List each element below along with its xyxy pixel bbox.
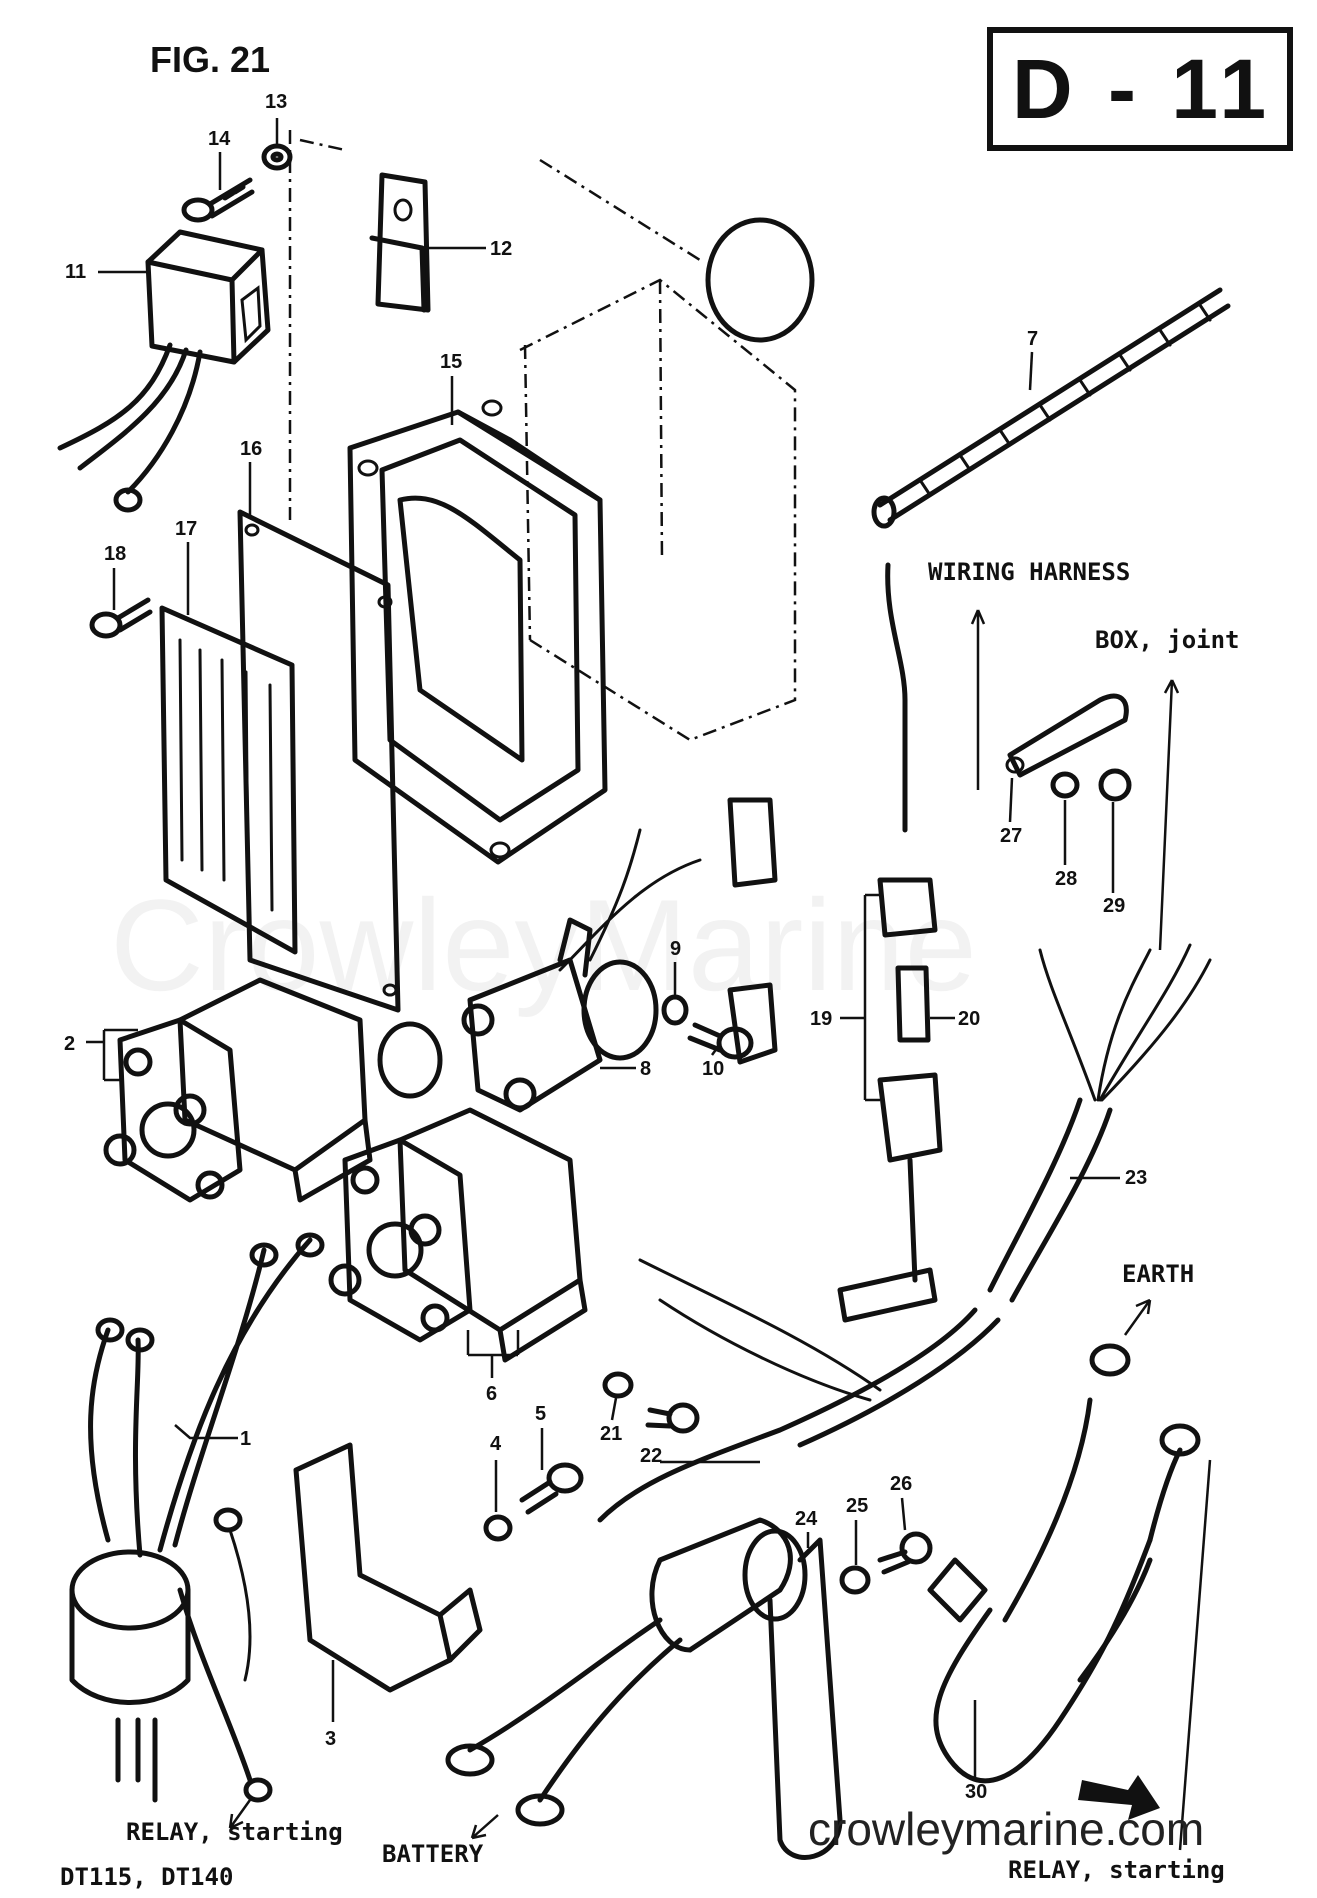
earth-arrow xyxy=(1123,1298,1152,1336)
part-25-washer xyxy=(839,1565,871,1595)
callout-29: 29 xyxy=(1103,895,1125,917)
callout-13: 13 xyxy=(265,91,287,113)
callout-18: 18 xyxy=(104,543,126,565)
callout-8: 8 xyxy=(640,1058,651,1080)
part-1-harness xyxy=(69,1232,325,1803)
callout-24: 24 xyxy=(795,1508,818,1530)
part-back-housing-hidden xyxy=(288,130,815,742)
callout-25: 25 xyxy=(846,1495,868,1517)
part-17-label xyxy=(159,605,298,955)
part-22-screw xyxy=(645,1402,700,1434)
part-9-washer xyxy=(661,994,689,1026)
part-29-screw xyxy=(1098,768,1132,802)
callout-4: 4 xyxy=(490,1433,502,1455)
battery-arrow xyxy=(470,1814,499,1840)
part-5-bolt xyxy=(519,1462,584,1515)
callout-28: 28 xyxy=(1055,868,1077,890)
relay-left-arrow xyxy=(228,1799,252,1830)
part-28-washer xyxy=(1050,771,1080,799)
part-6-relay xyxy=(328,1107,588,1363)
callout-7: 7 xyxy=(1027,328,1038,350)
part-7-tube xyxy=(871,287,1231,529)
watermark: CrowleyMarine xyxy=(110,872,977,1018)
callout-17: 17 xyxy=(175,518,197,540)
callout-26: 26 xyxy=(890,1473,912,1495)
callout-27: 27 xyxy=(1000,825,1022,847)
diagram-code: D - 11 xyxy=(1012,42,1272,136)
part-10-screw xyxy=(687,797,778,1065)
part-26-screw xyxy=(877,1531,933,1575)
direction-arrow-icon xyxy=(1078,1775,1160,1820)
callout-10: 10 xyxy=(702,1058,724,1080)
part-2-relay xyxy=(103,977,373,1203)
part-21-washer xyxy=(602,1371,634,1399)
annotation-earth: EARTH xyxy=(1122,1260,1194,1288)
part-12-bracket xyxy=(369,172,431,313)
callout-2: 2 xyxy=(64,1033,75,1055)
callout-5: 5 xyxy=(535,1403,546,1425)
callout-20: 20 xyxy=(958,1008,980,1030)
diagram-code-box xyxy=(987,27,1293,151)
part-11-box xyxy=(57,229,271,513)
relay-right-lead xyxy=(1178,1459,1212,1851)
part-3-bracket xyxy=(293,1442,483,1693)
annotation-box-joint: BOX, joint xyxy=(1095,626,1240,654)
callout-6: 6 xyxy=(486,1383,497,1405)
callout-15: 15 xyxy=(440,351,462,373)
figure-label: FIG. 21 xyxy=(150,39,270,80)
callout-9: 9 xyxy=(670,938,681,960)
part-4-washer xyxy=(483,1514,513,1542)
callout-21: 21 xyxy=(600,1423,622,1445)
site-url: crowleymarine.com xyxy=(808,1803,1204,1855)
annotation-battery: BATTERY xyxy=(382,1840,484,1868)
callout-30: 30 xyxy=(965,1781,987,1803)
callout-23: 23 xyxy=(1125,1167,1147,1189)
callouts: 1 2 3 4 5 6 7 8 9 10 11 12 13 14 15 16 1 xyxy=(64,91,1147,1803)
part-20-fuse xyxy=(895,965,931,1043)
callout-22: 22 xyxy=(640,1445,662,1467)
wiring-harness-arrow xyxy=(970,609,986,790)
part-24-holder xyxy=(445,1517,843,1860)
part-27-clamp xyxy=(1005,693,1129,778)
annotation-relay-starting-right: RELAY, starting xyxy=(1008,1856,1225,1884)
callout-11: 11 xyxy=(65,261,86,283)
part-14-screw xyxy=(181,177,255,223)
part-19-fuse-holder xyxy=(837,562,943,1323)
part-13-washer xyxy=(261,143,293,171)
box-joint-arrow xyxy=(1158,679,1180,951)
callout-14: 14 xyxy=(208,128,231,150)
part-23-harness xyxy=(597,943,1212,1523)
part-8-solenoid xyxy=(377,828,702,1113)
callout-12: 12 xyxy=(490,238,512,260)
model-label: DT115, DT140 xyxy=(60,1863,233,1891)
callout-16: 16 xyxy=(240,438,262,460)
part-18-screw xyxy=(89,597,153,639)
callout-1: 1 xyxy=(240,1428,251,1450)
part-30-cable xyxy=(927,1343,1201,1784)
callout-3: 3 xyxy=(325,1728,336,1750)
callout-19: 19 xyxy=(810,1008,832,1030)
annotation-wiring-harness: WIRING HARNESS xyxy=(928,558,1130,586)
